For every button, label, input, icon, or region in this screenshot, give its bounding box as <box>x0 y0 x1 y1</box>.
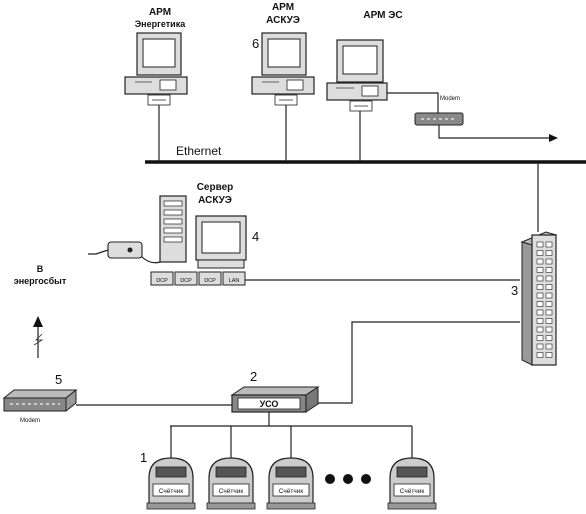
port-label: DCP <box>156 278 168 284</box>
port-label: LAN <box>229 278 240 284</box>
switch-port <box>536 343 544 350</box>
switch-port <box>536 352 544 358</box>
meter-icon: Счётчик <box>387 426 437 510</box>
switch-port <box>536 241 544 248</box>
switch-port <box>536 284 544 290</box>
server-title: Сервер <box>197 182 234 193</box>
ethernet-label: Ethernet <box>176 144 222 158</box>
meters-group: 1 Счётчик Счётчик Счётчик Счётчик <box>140 426 437 510</box>
switch-port <box>545 250 553 256</box>
energosbyt-subtitle: энергосбыт <box>14 276 67 286</box>
switch-port <box>545 275 553 282</box>
switch-port <box>545 292 553 299</box>
switch-port <box>536 309 544 316</box>
modem-top: Modem <box>387 92 558 142</box>
workstation-askue-title: АРМ <box>272 2 294 13</box>
meter-icon: Счётчик <box>146 426 196 510</box>
uso-device-icon <box>230 386 320 413</box>
switch-port <box>536 267 544 273</box>
workstation-askue: АРМ АСКУЭ 6 <box>251 2 315 106</box>
label-number-2: 2 <box>250 369 257 384</box>
switch-port <box>545 335 553 341</box>
computer-icon <box>195 215 247 269</box>
modem-icon <box>414 112 464 126</box>
ellipsis-dot <box>343 474 353 484</box>
computer-icon <box>124 32 188 106</box>
switch-port <box>545 301 553 307</box>
server-port-panel: DCP DCP DCP LAN <box>150 271 246 286</box>
modem-top-label: Modem <box>440 96 460 102</box>
antenna-icon <box>33 316 44 358</box>
arrow-right-icon <box>549 134 558 142</box>
meter-label: Счётчик <box>219 488 244 495</box>
label-number-6: 6 <box>252 36 259 51</box>
meter-label: Счётчик <box>159 488 184 495</box>
workstation-askue-subtitle: АСКУЭ <box>266 15 300 26</box>
switch-port <box>536 258 544 265</box>
ellipsis-dot <box>325 474 335 484</box>
port-label: DCP <box>180 278 192 284</box>
switch-3: 3 <box>511 162 558 366</box>
label-number-1: 1 <box>140 450 147 465</box>
label-number-4: 4 <box>252 229 259 244</box>
switch-port <box>545 309 553 316</box>
switch-port <box>545 318 553 324</box>
switch-port <box>536 301 544 307</box>
switch-port <box>536 335 544 341</box>
switch-port <box>536 250 544 256</box>
uso-label: УСО <box>260 399 279 409</box>
switch-port <box>545 326 553 333</box>
ellipsis-dot <box>361 474 371 484</box>
label-number-3: 3 <box>511 283 518 298</box>
workstation-energetic-subtitle: Энергетика <box>135 19 186 29</box>
meter-label: Счётчик <box>279 488 304 495</box>
computer-icon <box>251 32 315 106</box>
energosbyt-title: В <box>37 264 44 274</box>
port-label: DCP <box>204 278 216 284</box>
switch-port <box>536 318 544 324</box>
switch-port <box>545 258 553 265</box>
meter-icon: Счётчик <box>266 426 316 510</box>
switch-port <box>536 326 544 333</box>
switch-port <box>545 241 553 248</box>
server-askue: Сервер АСКУЭ 4 DCP DCP DCP LAN <box>88 182 259 286</box>
plug-device-icon <box>88 241 161 264</box>
energosbyt-block: В энергосбыт <box>14 264 67 358</box>
switch-port <box>545 352 553 358</box>
switch-port <box>545 267 553 273</box>
switch-port <box>536 292 544 299</box>
modem-icon <box>2 388 78 413</box>
server-subtitle: АСКУЭ <box>198 195 232 206</box>
meter-icon: Счётчик <box>206 426 256 510</box>
switch-to-uso-line <box>315 321 520 404</box>
server-tower-icon <box>159 195 187 263</box>
workstation-energetic: АРМ Энергетика <box>124 7 188 106</box>
switch-panel-icon <box>520 231 558 366</box>
workstation-energetic-title: АРМ <box>149 7 171 18</box>
label-number-5: 5 <box>55 372 62 387</box>
switch-port <box>545 284 553 290</box>
uso-device: 2 УСО <box>170 369 412 427</box>
modem-bottom: 5 Modem <box>2 372 232 424</box>
modem-bottom-label: Modem <box>20 418 40 424</box>
switch-port <box>536 275 544 282</box>
meter-label: Счётчик <box>400 488 425 495</box>
computer-icon <box>326 39 388 112</box>
workstation-es: АРМ ЭС <box>326 10 403 112</box>
switch-port <box>545 343 553 350</box>
workstation-es-title: АРМ ЭС <box>363 10 402 21</box>
